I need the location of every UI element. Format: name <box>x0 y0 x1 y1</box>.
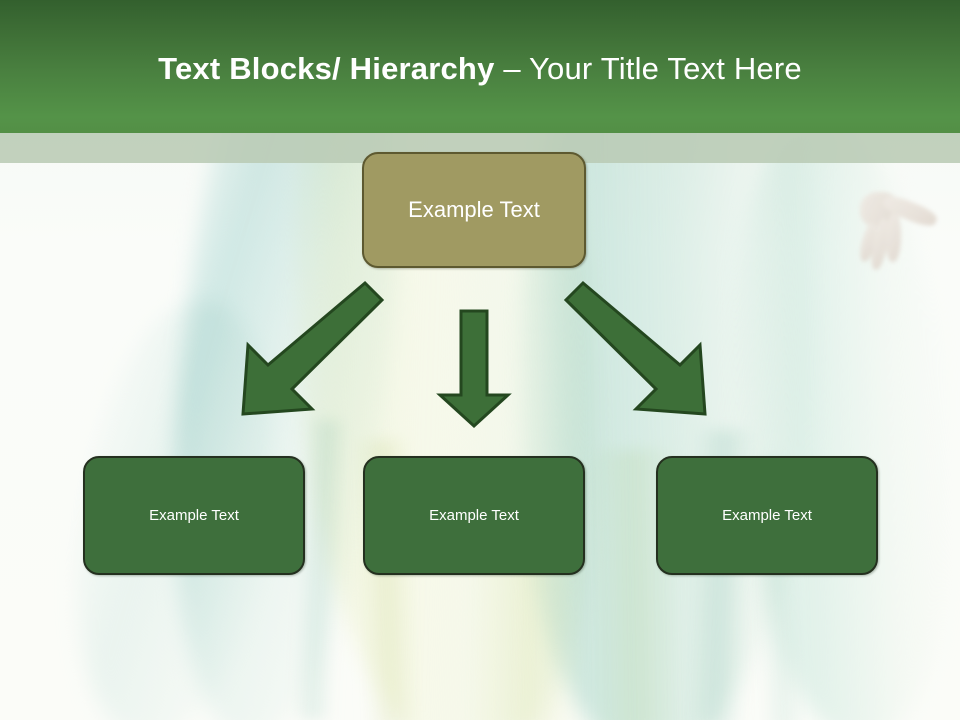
node-child-1-label: Example Text <box>149 507 239 524</box>
hand-silhouette <box>857 192 956 284</box>
hand-finger <box>885 211 902 263</box>
page-title-regular: – Your Title Text Here <box>494 51 802 86</box>
page-title: Text Blocks/ Hierarchy – Your Title Text… <box>0 50 960 88</box>
node-child-3[interactable]: Example Text <box>656 456 878 575</box>
node-child-1[interactable]: Example Text <box>83 456 305 575</box>
page-title-bold: Text Blocks/ Hierarchy <box>158 51 495 86</box>
node-child-2-label: Example Text <box>429 507 519 524</box>
header-band <box>0 0 960 133</box>
node-root-label: Example Text <box>408 197 540 222</box>
node-child-2[interactable]: Example Text <box>363 456 585 575</box>
node-child-3-label: Example Text <box>722 507 812 524</box>
node-root[interactable]: Example Text <box>362 152 586 268</box>
